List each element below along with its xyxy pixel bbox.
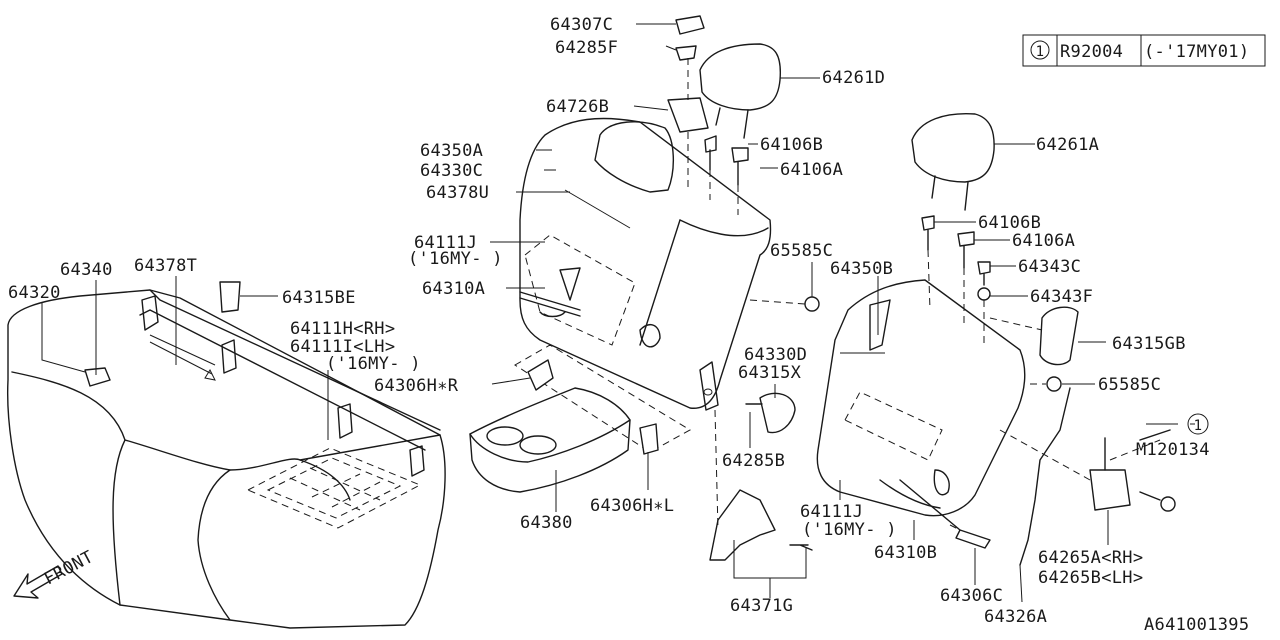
label-64106A-left: 64106A <box>780 160 843 180</box>
armrest-drawing <box>469 344 691 493</box>
label-64111J-left: 64111J <box>414 233 477 253</box>
label-64343F: 64343F <box>1030 287 1093 307</box>
label-64315BE: 64315BE <box>282 288 356 308</box>
label-64285B: 64285B <box>722 451 785 471</box>
part-labels: 64307C 64285F 64261D 64726B 64350A 64106… <box>8 15 1249 635</box>
label-64265A: 64265A<RH> <box>1038 548 1143 568</box>
label-64315X: 64315X <box>738 363 802 383</box>
label-64350B: 64350B <box>830 259 893 279</box>
front-label: FRONT <box>41 547 97 589</box>
label-64326A: 64326A <box>984 607 1047 627</box>
label-64306C: 64306C <box>940 586 1003 606</box>
reference-box: 1 R92004 (-'17MY01) <box>1022 34 1266 67</box>
guide-lines <box>687 58 1161 531</box>
label-64380: 64380 <box>520 513 573 533</box>
hardware-drawing <box>219 15 1176 566</box>
label-16MY-middle: ('16MY- ) <box>326 354 421 374</box>
headrest-64261A-drawing <box>911 113 995 211</box>
label-64111H: 64111H<RH> <box>290 319 395 339</box>
label-64340: 64340 <box>60 260 113 280</box>
label-64106A-right: 64106A <box>1012 231 1075 251</box>
label-64378T: 64378T <box>134 256 197 276</box>
label-65585C-right: 65585C <box>1098 375 1161 395</box>
label-64106B-right: 64106B <box>978 213 1041 233</box>
label-64350A: 64350A <box>420 141 483 161</box>
reference-circle-icon <box>1030 40 1050 60</box>
label-64261D: 64261D <box>822 68 885 88</box>
label-64320: 64320 <box>8 283 61 303</box>
label-16MY-left: ('16MY- ) <box>408 249 503 269</box>
left-seatback-drawing <box>519 117 772 411</box>
label-64330D: 64330D <box>744 345 807 365</box>
reference-circle-number: 1 <box>1036 44 1045 60</box>
label-64330C: 64330C <box>420 161 483 181</box>
label-M120134: M120134 <box>1136 440 1210 460</box>
label-64307C: 64307C <box>550 15 613 35</box>
label-64310A: 64310A <box>422 279 485 299</box>
label-64371G: 64371G <box>730 596 793 616</box>
callout-circle-icon <box>1187 413 1209 435</box>
reference-code: R92004 <box>1060 42 1123 62</box>
headrest-64261D-drawing <box>699 43 782 139</box>
right-seatback-drawing <box>816 279 1026 531</box>
label-16MY-right: ('16MY- ) <box>802 520 897 540</box>
label-65585C-left: 65585C <box>770 241 833 261</box>
label-64726B: 64726B <box>546 97 609 117</box>
reference-range: (-'17MY01) <box>1144 42 1249 62</box>
label-64106B-left: 64106B <box>760 135 823 155</box>
label-64306HL: 64306H∗L <box>590 496 674 516</box>
callout-circle-number: 1 <box>1194 418 1203 434</box>
label-64306HR: 64306H∗R <box>374 376 459 396</box>
label-64111I: 64111I<LH> <box>290 337 395 357</box>
leader-lines <box>41 23 1195 603</box>
label-64261A: 64261A <box>1036 135 1099 155</box>
label-64315GB: 64315GB <box>1112 334 1186 354</box>
label-64265B: 64265B<LH> <box>1038 568 1143 588</box>
front-arrow-icon <box>13 565 63 599</box>
label-64310B: 64310B <box>874 543 937 563</box>
label-64378U: 64378U <box>426 183 489 203</box>
diagram-id: A641001395 <box>1144 615 1249 635</box>
label-64285F: 64285F <box>555 38 618 58</box>
label-64111J-right: 64111J <box>800 502 863 522</box>
label-64343C: 64343C <box>1018 257 1081 277</box>
